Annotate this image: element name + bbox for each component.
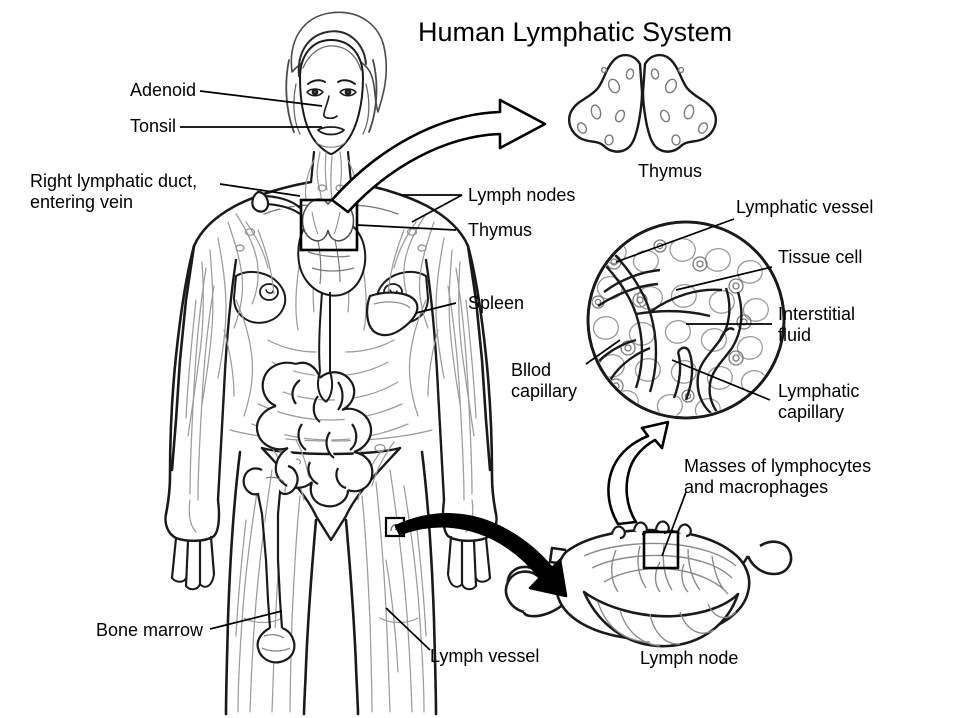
tissue-microscopy-inset: [586, 220, 786, 420]
leader-thymus-body: [356, 224, 457, 231]
leader-lymphatic-vessel: [615, 218, 735, 263]
label-lymph-nodes: Lymph nodes: [468, 185, 576, 205]
leader-tissue-cell: [675, 266, 773, 291]
label-tissue-cell: Tissue cell: [778, 247, 863, 267]
thymus-in-body: [301, 198, 355, 242]
label-bone-marrow: Bone marrow: [96, 620, 204, 640]
right-lymphatic-duct: [251, 190, 301, 215]
label-thymus-body: Thymus: [468, 220, 533, 240]
leader-adenoid: [199, 90, 323, 107]
spleen-organ: [366, 291, 419, 337]
thymus-inset-illustration: [568, 53, 717, 153]
thoracic-duct: [317, 291, 334, 403]
label-blood-capillary: Bllod capillary: [511, 360, 578, 402]
arrow-to-lymph-node-inset: [394, 513, 568, 598]
label-masses-of-lymphocytes: Masses of lymphocytes and macrophages: [684, 456, 872, 498]
label-lymph-node: Lymph node: [640, 648, 739, 668]
label-thymus-inset: Thymus: [638, 161, 703, 181]
label-right-lymphatic-duct: Right lymphatic duct, entering vein: [30, 171, 198, 213]
leader-lines: [180, 90, 773, 651]
label-lymphatic-capillary: Lymphatic capillary: [778, 381, 860, 423]
leader-lymph-nodes-b: [411, 194, 463, 223]
arrow-to-tissue-inset: [607, 420, 670, 526]
label-interstitial-fluid: Interstitial fluid: [778, 304, 856, 346]
arrow-to-thymus-inset: [330, 98, 547, 214]
leader-spleen: [415, 302, 457, 314]
label-adenoid: Adenoid: [129, 80, 196, 100]
leader-lymph-vessel: [385, 607, 431, 651]
page-title: Human Lymphatic System: [418, 17, 733, 47]
label-lymphatic-vessel: Lymphatic vessel: [736, 197, 874, 217]
leader-lymphatic-capillary: [671, 359, 771, 401]
leader-right-lymphatic-duct: [219, 183, 301, 197]
intestines-organ: [255, 361, 374, 508]
femur-bone-marrow: [242, 464, 299, 664]
lymphatic-capillary: [672, 287, 743, 416]
leader-masses: [661, 491, 687, 557]
label-spleen: Spleen: [468, 293, 525, 313]
label-tonsil: Tonsil: [129, 116, 176, 136]
human-body-figure: [164, 11, 498, 716]
leader-blood-capillary: [585, 339, 621, 365]
label-lymph-vessel: Lymph vessel: [430, 646, 540, 666]
leader-bone-marrow: [209, 610, 283, 630]
